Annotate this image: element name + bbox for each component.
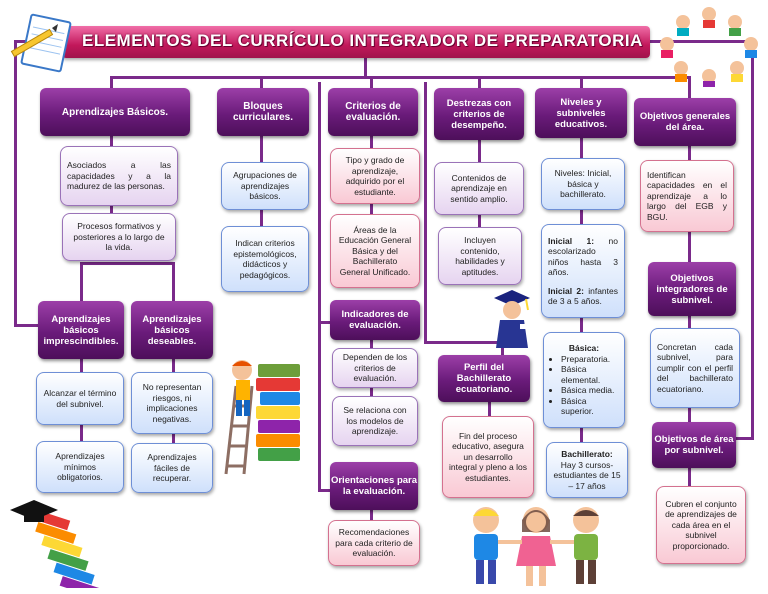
connector xyxy=(110,76,690,79)
connector xyxy=(370,76,373,90)
connector xyxy=(14,40,17,327)
box-procesos: Procesos formativos y posteriores a lo l… xyxy=(62,213,176,261)
basica-list: Preparatoria. Básica elemental. Básica m… xyxy=(550,354,618,417)
header-objetivos-integradores: Objetivos integradores de subnivel. xyxy=(648,262,736,316)
connector xyxy=(650,40,754,43)
box-niveles: Niveles: Inicial, básica y bachillerato. xyxy=(541,158,625,210)
title-bar: ELEMENTOS DEL CURRÍCULO INTEGRADOR DE PR… xyxy=(62,26,650,58)
connector xyxy=(478,215,481,227)
connector xyxy=(260,210,263,226)
connector xyxy=(688,468,691,486)
connector xyxy=(80,262,83,302)
header-destrezas: Destrezas con criterios de desempeño. xyxy=(434,88,524,140)
connector xyxy=(80,262,175,265)
connector xyxy=(14,324,42,327)
box-areas: Áreas de la Educación General Básica y d… xyxy=(330,214,420,288)
header-orientaciones: Orientaciones para la evaluación. xyxy=(330,462,418,510)
box-minimos: Aprendizajes mínimos obligatorios. xyxy=(36,441,124,493)
box-alcanzar: Alcanzar el término del subnivel. xyxy=(36,372,124,425)
box-contenidos: Contenidos de aprendizaje en sentido amp… xyxy=(434,162,524,215)
notebook-pencil-icon xyxy=(10,13,72,73)
connector xyxy=(110,76,113,90)
connector xyxy=(318,489,330,492)
box-identifican: Identifican capacidades en el aprendizaj… xyxy=(640,160,734,232)
box-concretan: Concretan cada subnivel, para cumplir co… xyxy=(650,328,740,408)
box-fin-proceso: Fin del proceso educativo, asegura un de… xyxy=(442,416,534,498)
connector xyxy=(318,321,330,324)
connector xyxy=(172,433,175,443)
connector xyxy=(488,402,491,416)
header-criterios: Criterios de evaluación. xyxy=(328,88,418,136)
connector xyxy=(80,425,83,441)
header-objetivos-generales: Objetivos generales del área. xyxy=(634,98,736,146)
box-agrupaciones: Agrupaciones de aprendizajes básicos. xyxy=(221,162,309,210)
page-title: ELEMENTOS DEL CURRÍCULO INTEGRADOR DE PR… xyxy=(82,31,643,50)
connector xyxy=(172,358,175,372)
connector xyxy=(478,76,481,90)
connector xyxy=(80,358,83,372)
connector xyxy=(364,58,367,78)
list-item: Básica media. xyxy=(561,385,618,396)
box-dependen: Dependen de los criterios de evaluación. xyxy=(332,348,418,388)
connector xyxy=(688,232,691,262)
box-cubren: Cubren el conjunto de aprendizajes de ca… xyxy=(656,486,746,564)
connector xyxy=(260,136,263,162)
list-item: Básica superior. xyxy=(561,396,618,417)
connector xyxy=(318,82,321,492)
connector xyxy=(736,437,754,440)
header-bloques: Bloques curriculares. xyxy=(217,88,309,136)
header-imprescindibles: Aprendizajes básicos imprescindibles. xyxy=(38,301,124,359)
connector xyxy=(580,318,583,332)
connector xyxy=(370,204,373,214)
header-perfil: Perfil del Bachillerato ecuatoriano. xyxy=(438,355,530,402)
box-indican: Indican criterios epistemológicos, didác… xyxy=(221,226,309,292)
connector xyxy=(580,210,583,224)
connector xyxy=(370,340,373,348)
list-item: Básica elemental. xyxy=(561,364,618,385)
header-deseables: Aprendizajes básicos deseables. xyxy=(131,301,213,359)
connector xyxy=(370,136,373,148)
box-asociados: Asociados a las capacidades y a la madur… xyxy=(60,146,178,206)
children-circle-icon xyxy=(660,7,758,87)
connector xyxy=(688,76,691,98)
header-indicadores: Indicadores de evaluación. xyxy=(330,300,420,340)
box-incluyen: Incluyen contenido, habilidades y aptitu… xyxy=(438,227,522,285)
connector xyxy=(688,316,691,328)
connector xyxy=(580,428,583,442)
header-aprendizajes-basicos: Aprendizajes Básicos. xyxy=(40,88,190,136)
connector xyxy=(370,388,373,396)
box-basica: Básica: Preparatoria. Básica elemental. … xyxy=(543,332,625,428)
box-bachillerato: Bachillerato: Hay 3 cursos- estudiantes … xyxy=(546,442,628,498)
box-recomendaciones: Recomendaciones para cada criterio de ev… xyxy=(328,520,420,566)
kid-books-ladder-icon xyxy=(224,360,300,475)
graduate-kid-icon xyxy=(494,290,530,348)
box-tipo-grado: Tipo y grado de aprendizaje, adquirido p… xyxy=(330,148,420,204)
box-no-representan: No representan riesgos, ni implicaciones… xyxy=(131,372,213,434)
box-se-relaciona: Se relaciona con los modelos de aprendiz… xyxy=(332,396,418,446)
box-faciles: Aprendizajes fáciles de recuperar. xyxy=(131,443,213,493)
connector xyxy=(580,138,583,158)
box-inicial: Inicial 1: no escolarizado niños hasta 3… xyxy=(541,224,625,318)
connector xyxy=(580,76,583,90)
connector xyxy=(260,76,263,90)
connector xyxy=(110,136,113,148)
connector xyxy=(751,40,754,440)
connector xyxy=(370,510,373,520)
books-graduation-cap-icon xyxy=(10,500,101,588)
connector xyxy=(688,146,691,160)
connector xyxy=(110,205,113,215)
connector xyxy=(424,341,504,344)
header-niveles: Niveles y subniveles educativos. xyxy=(535,88,627,138)
connector xyxy=(172,262,175,302)
connector xyxy=(478,140,481,162)
connector xyxy=(688,408,691,422)
header-objetivos-area: Objetivos de área por subnivel. xyxy=(652,422,736,468)
connector xyxy=(424,82,427,344)
list-item: Preparatoria. xyxy=(561,354,618,365)
three-kids-icon xyxy=(473,507,599,586)
